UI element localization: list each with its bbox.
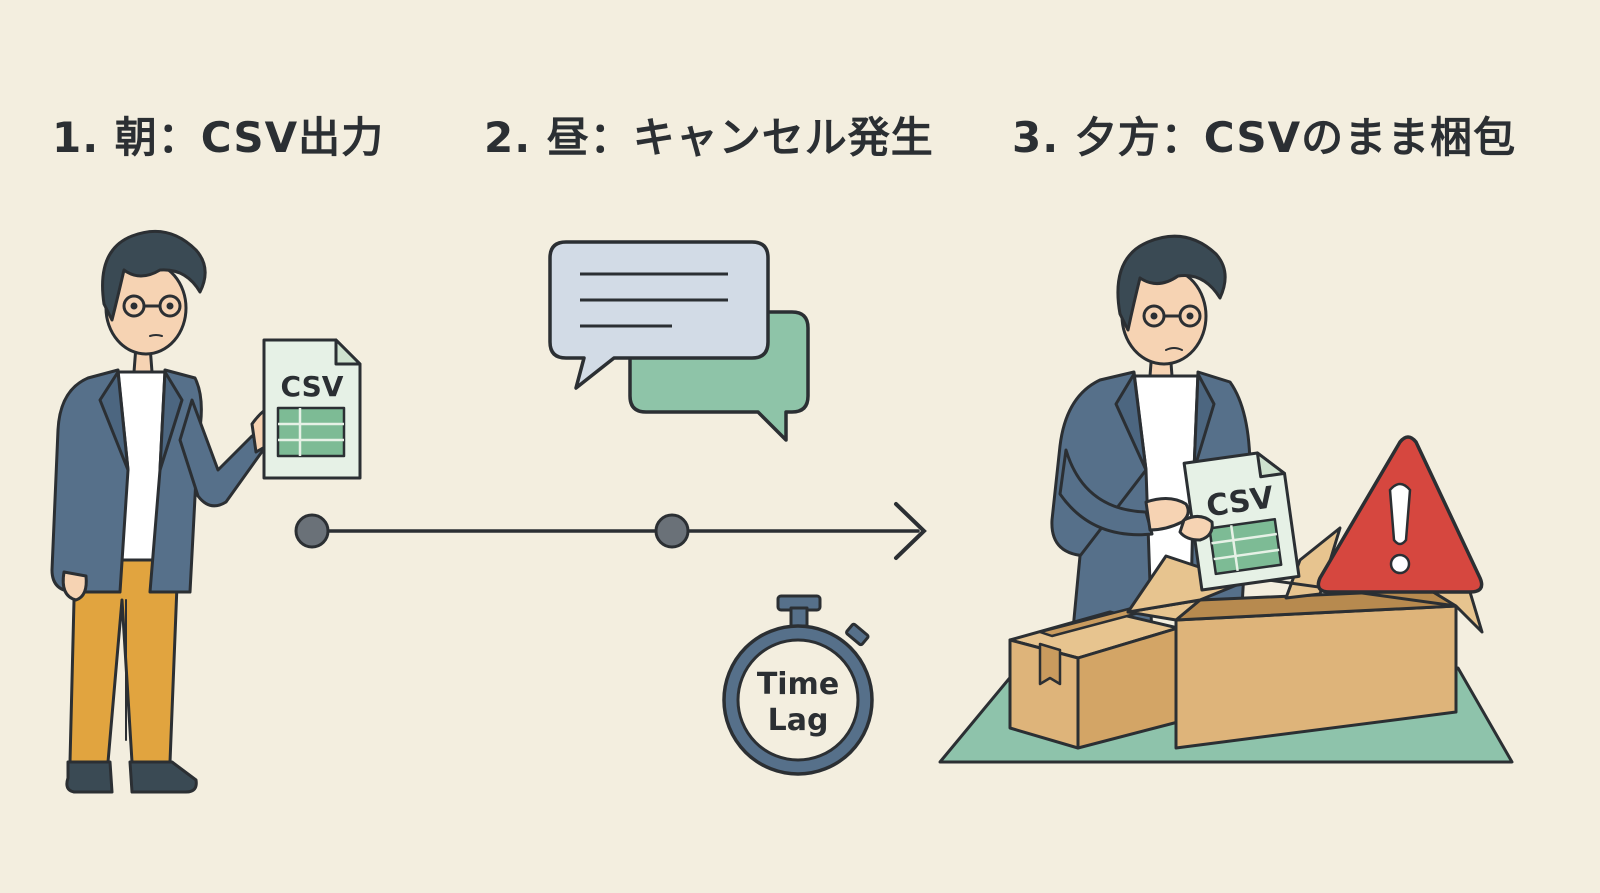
speech-bubbles-icon bbox=[548, 240, 810, 442]
csv-label: CSV bbox=[281, 370, 344, 403]
timer-line-2: Lag bbox=[768, 703, 829, 738]
step-3-title: 3. 夕方：CSVのまま梱包 bbox=[1012, 113, 1517, 162]
closed-box-icon bbox=[1008, 604, 1180, 750]
stopwatch-icon: Time Lag bbox=[722, 594, 874, 776]
csv-file-in-box-icon: CSV bbox=[1178, 451, 1301, 592]
person-evening-illustration bbox=[1050, 234, 1252, 642]
step-1-title: 1. 朝：CSV出力 bbox=[52, 113, 385, 162]
timeline-point-morning bbox=[294, 513, 330, 549]
timeline-point-noon bbox=[654, 513, 690, 549]
csv-file-icon: CSV bbox=[262, 338, 362, 480]
person-morning-illustration bbox=[50, 229, 280, 794]
timeline-arrow bbox=[310, 502, 927, 560]
warning-icon bbox=[1316, 435, 1484, 594]
step-2-title: 2. 昼：キャンセル発生 bbox=[484, 113, 934, 162]
timer-line-1: Time bbox=[757, 667, 839, 702]
